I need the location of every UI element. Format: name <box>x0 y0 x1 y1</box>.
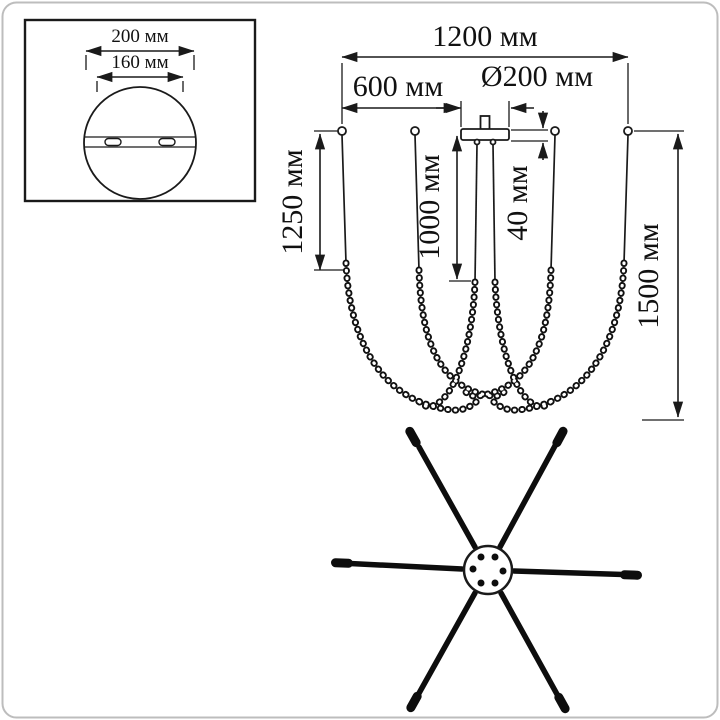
bead-highlight <box>493 280 555 409</box>
extension-lines-inset-inner <box>96 81 184 92</box>
bead-chain-outer-left <box>342 259 483 414</box>
extension-lines-total-drop <box>634 130 684 421</box>
dim-label-canopy-diameter: Ø200 мм <box>481 60 593 93</box>
hub-attachment-dot <box>499 567 507 575</box>
hub-attachment-dot <box>469 565 477 573</box>
cord-attachment-right <box>489 138 497 146</box>
arm-tip-right <box>620 570 642 580</box>
extension-lines-canopy-height <box>511 129 548 142</box>
arm-lower-left <box>415 590 478 698</box>
canopy-detail-inset: 200 мм 160 мм <box>23 18 257 203</box>
dim-label-inset-outer-diameter: 200 мм <box>111 26 168 47</box>
dim-label-total-drop: 1500 мм <box>632 223 665 328</box>
hub-attachment-dot <box>477 553 485 561</box>
cord-center-right <box>492 143 496 283</box>
dim-label-overall-width: 1200 мм <box>432 20 537 53</box>
bead-chains <box>342 259 628 414</box>
extension-lines-inset-outer <box>85 55 195 70</box>
dim-label-inset-inner-diameter: 160 мм <box>111 52 168 73</box>
hub-circle <box>462 544 514 596</box>
arm-tip-left <box>331 558 353 568</box>
arm-upper-right <box>497 441 559 550</box>
extension-lines-overall-width <box>341 63 629 124</box>
bead-highlight <box>344 261 481 412</box>
bead-highlight <box>417 268 508 398</box>
mounting-slot-right <box>158 137 176 147</box>
arm-tip-upper-left <box>405 426 421 448</box>
arm-left <box>347 560 465 572</box>
cord-outer-right <box>623 134 629 264</box>
arm-tip-lower-right <box>554 692 570 714</box>
cord-center-left <box>474 143 478 283</box>
bead-highlight <box>462 268 553 398</box>
bead-highlight <box>415 280 477 409</box>
canopy-stem <box>479 115 491 131</box>
dim-label-half-width: 600 мм <box>353 70 443 103</box>
dim-label-canopy-height: 40 мм <box>501 165 534 240</box>
front-elevation-view: 1200 мм 600 мм Ø200 мм <box>276 20 684 421</box>
canopy-circle-top-view <box>83 86 197 200</box>
cord-attachment-left <box>473 138 481 146</box>
extension-lines-canopy-diameter <box>460 101 510 127</box>
ceiling-canopy <box>460 115 510 146</box>
cord-outer-left <box>341 134 347 264</box>
hang-point-outer-left <box>337 126 347 136</box>
hub-attachment-dot <box>491 579 499 587</box>
arm-right <box>511 568 626 578</box>
mounting-slot-left <box>104 137 122 147</box>
dim-label-center-drop: 1000 мм <box>413 154 446 259</box>
bead-highlight <box>489 261 626 412</box>
cord-inner-right <box>550 134 556 271</box>
dim-label-left-drop: 1250 мм <box>276 149 309 254</box>
arm-lower-right <box>498 590 561 699</box>
extension-lines-left-drop <box>314 130 343 271</box>
mounting-bar-lines <box>85 136 195 148</box>
top-plan-view <box>331 426 642 714</box>
hang-point-inner-left <box>410 126 420 136</box>
arm-tip-lower-left <box>406 691 422 713</box>
canopy-body <box>460 128 510 141</box>
arm-tip-upper-right <box>552 426 568 448</box>
hang-point-inner-right <box>550 126 560 136</box>
arm-upper-left <box>416 444 478 550</box>
hub-attachment-dot <box>477 579 485 587</box>
hang-point-outer-right <box>623 126 633 136</box>
cord-inner-left <box>414 134 420 271</box>
bead-chain-outer-right <box>487 259 628 414</box>
hub-attachment-dot <box>491 553 499 561</box>
